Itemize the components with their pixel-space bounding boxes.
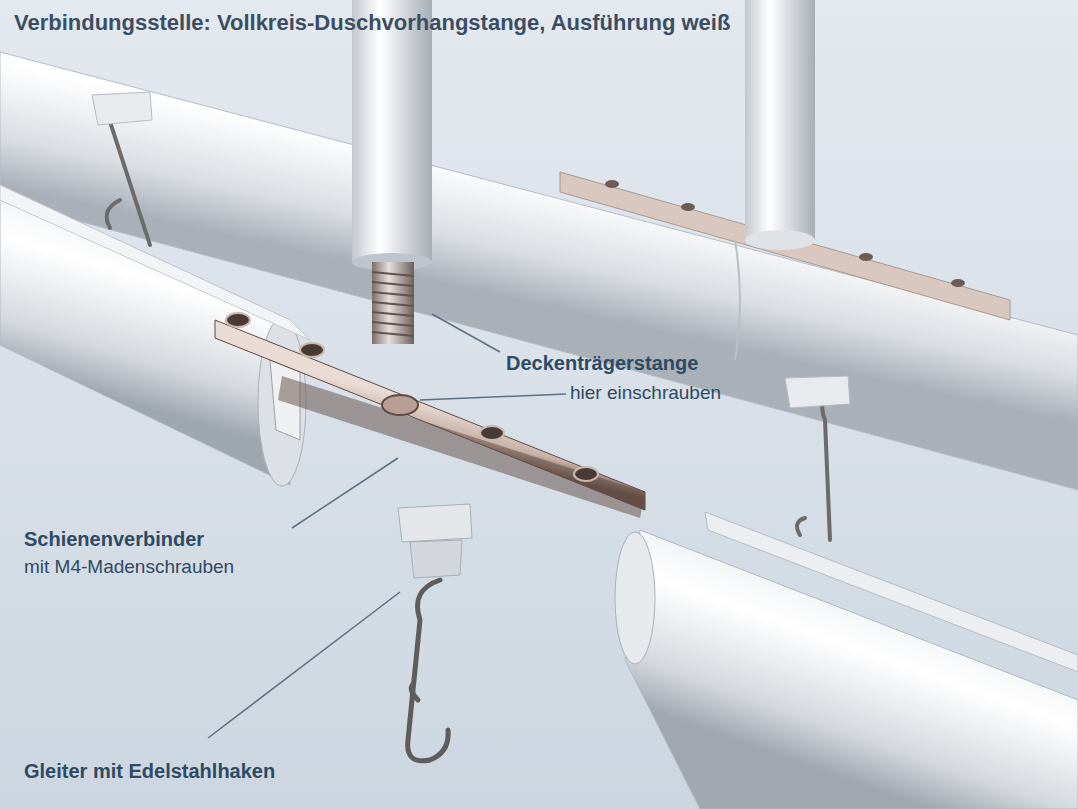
title: Verbindungsstelle: Vollkreis-Duschvorhan…	[14, 10, 730, 36]
part-name: Deckenträgerstange	[506, 352, 698, 375]
part-note: hier einschrauben	[570, 382, 721, 404]
part-name: Gleiter mit Edelstahlhaken	[24, 760, 275, 783]
part-name: Schienenverbinder	[24, 528, 204, 551]
part-note: mit M4-Madenschrauben	[24, 556, 234, 578]
